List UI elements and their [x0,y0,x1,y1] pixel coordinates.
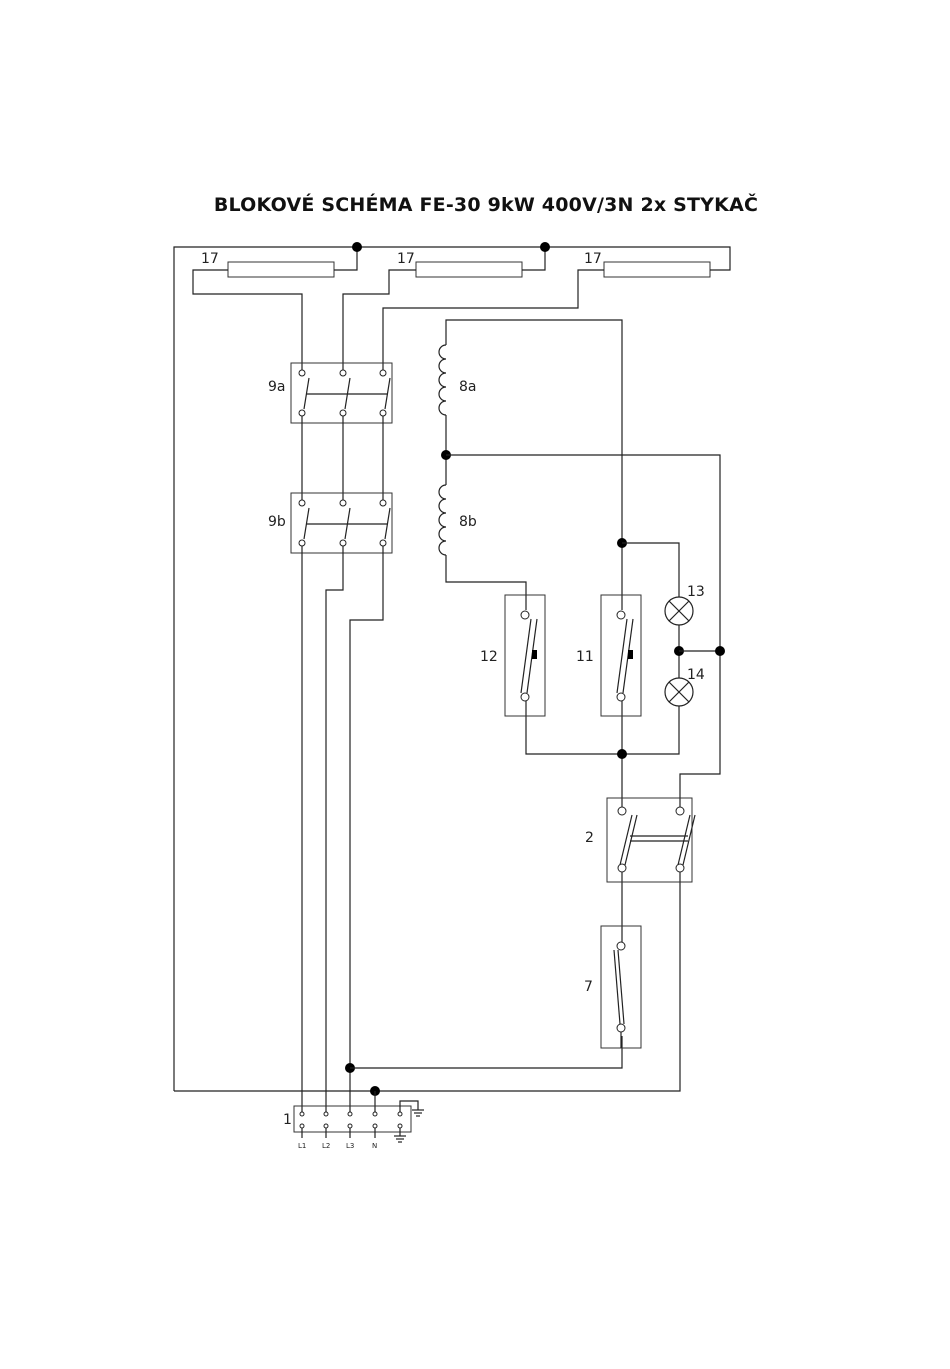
heater-resistor-3 [604,262,710,277]
thermostat-11: 11 [576,595,641,716]
terminal-block-1: 1 L1 L2 L3 N [283,1101,424,1150]
heater-label-1: 17 [201,251,219,267]
terminal-label-l1: L1 [298,1142,306,1150]
coil-8b-label: 8b [459,514,477,530]
heater-resistor-2 [416,262,522,277]
switch-12-label: 12 [480,649,498,665]
safety-switch-7: 7 [584,926,641,1048]
contactor-9b-label: 9b [268,514,286,530]
coil-8a-label: 8a [459,379,477,395]
terminal-label-l2: L2 [322,1142,330,1150]
terminal-label-l3: L3 [346,1142,354,1150]
heater-label-2: 17 [397,251,415,267]
heater-label-3: 17 [584,251,602,267]
control-wiring [174,320,725,1114]
supply-wiring [302,546,622,1114]
heater-resistors: 17 17 17 [201,251,710,277]
coil-8b: 8b [439,485,477,555]
thermostat-12: 12 [480,595,545,716]
coil-8a: 8a [439,345,477,415]
lamp-14: 14 [665,667,705,706]
contactor-9b: 9b [268,493,392,553]
lamp-13: 13 [665,584,705,625]
heater-resistor-1 [228,262,334,277]
main-switch-2: 2 [585,798,695,882]
top-wiring [174,242,730,1091]
contactor-9a: 9a [268,363,392,423]
switch-7-label: 7 [584,979,593,995]
switch-2-label: 2 [585,830,594,846]
terminal-block-label: 1 [283,1112,292,1128]
terminal-label-n: N [372,1142,377,1150]
lamp-14-label: 14 [687,667,705,683]
lamp-13-label: 13 [687,584,705,600]
contactor-9a-label: 9a [268,379,286,395]
switch-11-label: 11 [576,649,594,665]
